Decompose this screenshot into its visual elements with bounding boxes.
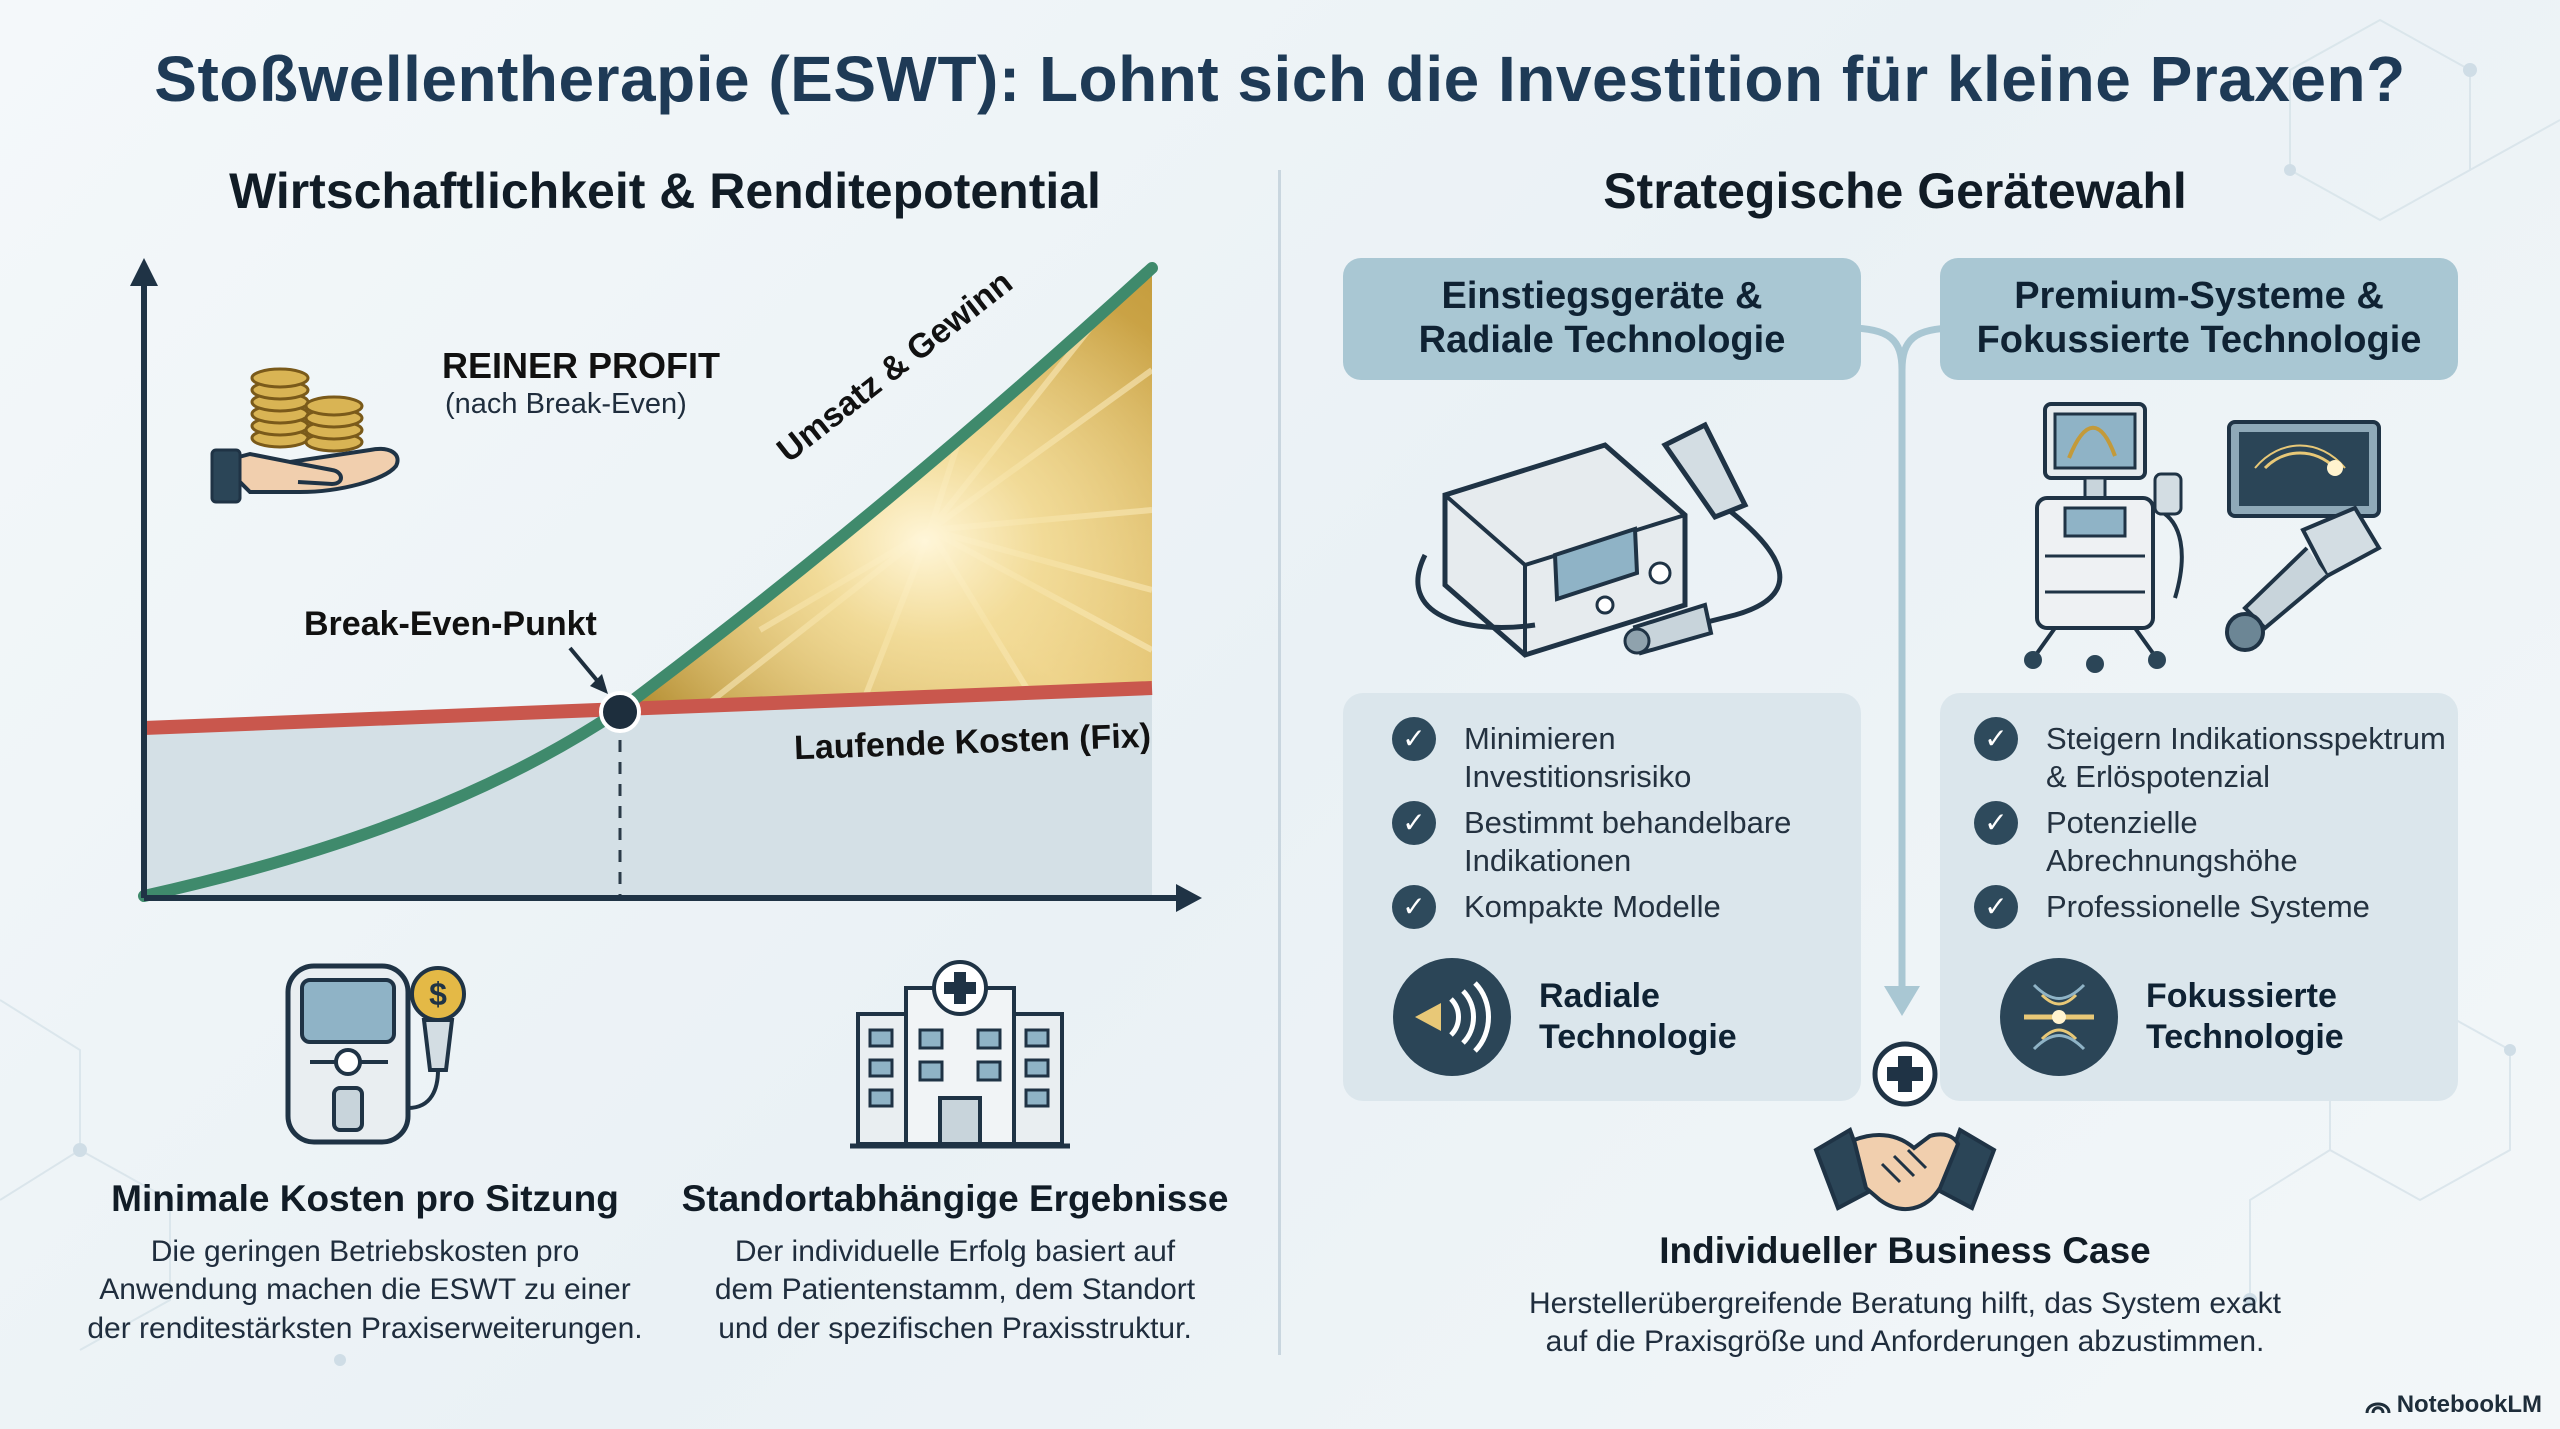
card-title-costs: Minimale Kosten pro Sitzung bbox=[111, 1178, 619, 1219]
check-icon: ✓ bbox=[1974, 717, 2018, 761]
building-icon bbox=[850, 960, 1070, 1149]
business-case-text: Herstellerübergreifende Beratung hilft, … bbox=[1528, 1287, 2282, 1359]
column-header-premium: Premium-Systeme &Fokussierte Technologie bbox=[1940, 258, 2458, 380]
check-icon: ✓ bbox=[1974, 801, 2018, 845]
card-text-location: Der individuelle Erfolg basiert auf dem … bbox=[714, 1235, 1196, 1345]
check-icon: ✓ bbox=[1392, 717, 1436, 761]
premium-system-icon bbox=[2024, 402, 2382, 673]
card-text-costs: Die geringen Betriebskosten pro Anwendun… bbox=[87, 1235, 643, 1345]
cost-area bbox=[144, 688, 1152, 898]
left-section-heading: Wirtschaftlichkeit & Renditepotential bbox=[229, 163, 1101, 219]
radial-wave-icon bbox=[1393, 958, 1511, 1076]
break-even-chart bbox=[130, 258, 1202, 912]
profit-sublabel: (nach Break-Even) bbox=[445, 388, 687, 420]
business-case-title: Individueller Business Case bbox=[1659, 1230, 2151, 1271]
card-title-location: Standortabhängige Ergebnisse bbox=[681, 1178, 1229, 1219]
check-icon: ✓ bbox=[1974, 885, 2018, 929]
section-divider bbox=[1278, 170, 1281, 1355]
radial-device-icon bbox=[1415, 421, 1783, 658]
device-cost-icon: $ bbox=[285, 963, 466, 1145]
right-section-heading: Strategische Gerätewahl bbox=[1603, 163, 2187, 219]
connector-lines bbox=[1847, 324, 1957, 1016]
check-icon: ✓ bbox=[1392, 885, 1436, 929]
break-even-pointer bbox=[568, 646, 602, 686]
feature-item: ✓ Kompakte Modelle bbox=[1392, 885, 1721, 929]
break-even-point bbox=[599, 691, 641, 733]
fixed-cost-line bbox=[143, 681, 1153, 735]
svg-text:$: $ bbox=[429, 976, 447, 1012]
page-title: Stoßwellentherapie (ESWT): Lohnt sich di… bbox=[154, 43, 2406, 115]
y-axis-arrow bbox=[130, 258, 158, 286]
feature-item: ✓ Professionelle Systeme bbox=[1974, 885, 2370, 929]
handshake-icon bbox=[1813, 1041, 1997, 1211]
coins-hand-icon bbox=[210, 367, 400, 504]
notebooklm-icon bbox=[2365, 1402, 2391, 1414]
check-icon: ✓ bbox=[1392, 801, 1436, 845]
x-axis-arrow bbox=[1176, 884, 1202, 912]
focused-wave-icon bbox=[2000, 958, 2118, 1076]
profit-label: REINER PROFIT bbox=[442, 345, 721, 386]
brand-logo: NotebookLM bbox=[2365, 1391, 2542, 1419]
feature-item: ✓ Steigern Indikationsspektrum& Erlöspot… bbox=[1974, 717, 2446, 796]
break-even-label: Break-Even-Punkt bbox=[304, 605, 597, 643]
column-header-entry: Einstiegsgeräte &Radiale Technologie bbox=[1343, 258, 1861, 380]
